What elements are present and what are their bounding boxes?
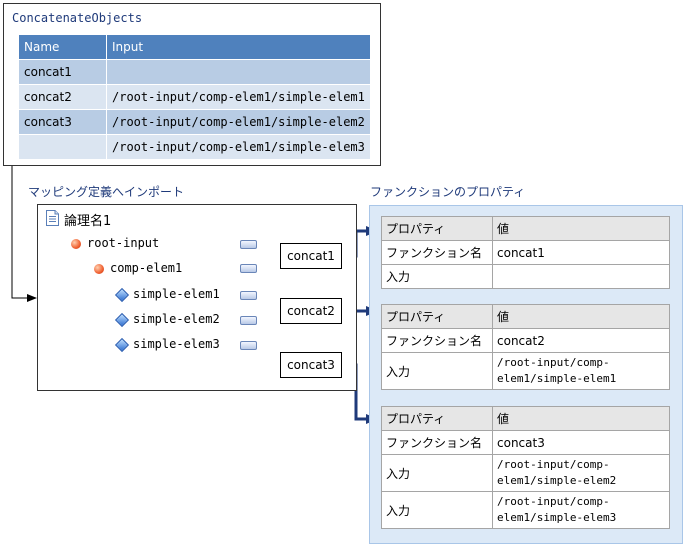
function-properties-label: ファンクションのプロパティ [370, 185, 526, 199]
prop-header-value: 値 [492, 406, 670, 431]
function-box-concat2[interactable]: concat2 [280, 298, 342, 324]
port-icon[interactable] [240, 291, 257, 300]
concatenate-table: Name Input concat1 concat2 /root-input/c… [18, 34, 371, 160]
cell-input [106, 59, 371, 85]
red-circle-icon [94, 264, 104, 274]
prop-header-key: プロパティ [381, 216, 493, 241]
tree-node-comp-elem1[interactable]: comp-elem1 [110, 261, 183, 275]
table-row: 入力 /root-input/comp-elem1/simple-elem3 [381, 491, 670, 529]
cell-input: /root-input/comp-elem1/simple-elem3 [106, 134, 371, 160]
cell-name [18, 134, 107, 160]
prop-value[interactable]: /root-input/comp-elem1/simple-elem1 [492, 352, 670, 390]
logical-name-label: 論理名1 [64, 214, 112, 229]
table-row: プロパティ 値 [381, 406, 670, 431]
prop-value[interactable]: /root-input/comp-elem1/simple-elem3 [492, 491, 670, 529]
table-row: 入力 [381, 264, 670, 289]
table-header-row: Name Input [18, 34, 371, 60]
cell-name: concat1 [18, 59, 107, 85]
prop-value[interactable]: /root-input/comp-elem1/simple-elem2 [492, 454, 670, 492]
prop-key: 入力 [381, 264, 493, 289]
prop-value[interactable]: concat3 [492, 430, 670, 455]
cell-input: /root-input/comp-elem1/simple-elem1 [106, 84, 371, 110]
prop-header-key: プロパティ [381, 406, 493, 431]
cell-name: concat2 [18, 84, 107, 110]
table-row: /root-input/comp-elem1/simple-elem3 [18, 134, 371, 160]
function-box-concat3[interactable]: concat3 [280, 352, 342, 378]
function-box-concat1[interactable]: concat1 [280, 243, 342, 269]
document-icon [46, 210, 59, 226]
table-row: concat3 /root-input/comp-elem1/simple-el… [18, 109, 371, 135]
prop-key: 入力 [381, 352, 493, 390]
mapping-import-label: マッピング定義へインポート [28, 185, 185, 199]
property-table-concat3: プロパティ 値 ファンクション名 concat3 入力 /root-input/… [381, 406, 670, 529]
prop-key: 入力 [381, 454, 493, 492]
import-arrow [11, 166, 37, 302]
prop-header-key: プロパティ [381, 304, 493, 329]
tree-node-simple-elem1[interactable]: simple-elem1 [133, 287, 220, 301]
port-icon[interactable] [240, 316, 257, 325]
table-row: プロパティ 値 [381, 216, 670, 241]
tree-node-simple-elem2[interactable]: simple-elem2 [133, 312, 220, 326]
property-table-concat2: プロパティ 値 ファンクション名 concat2 入力 /root-input/… [381, 304, 670, 390]
prop-key: 入力 [381, 491, 493, 529]
tree-node-simple-elem3[interactable]: simple-elem3 [133, 337, 220, 351]
table-row: concat2 /root-input/comp-elem1/simple-el… [18, 84, 371, 110]
table-row: 入力 /root-input/comp-elem1/simple-elem1 [381, 352, 670, 390]
prop-value[interactable]: concat2 [492, 328, 670, 353]
table-row: concat1 [18, 59, 371, 85]
table-row: ファンクション名 concat3 [381, 430, 670, 455]
table-row: 入力 /root-input/comp-elem1/simple-elem2 [381, 454, 670, 492]
header-input: Input [106, 34, 371, 60]
cell-name: concat3 [18, 109, 107, 135]
table-row: ファンクション名 concat2 [381, 328, 670, 353]
port-icon[interactable] [240, 240, 257, 249]
port-icon[interactable] [240, 264, 257, 273]
red-circle-icon [71, 239, 81, 249]
prop-header-value: 値 [492, 304, 670, 329]
prop-value[interactable]: concat1 [492, 240, 670, 265]
port-icon[interactable] [240, 341, 257, 350]
property-table-concat1: プロパティ 値 ファンクション名 concat1 入力 [381, 216, 670, 289]
prop-header-value: 値 [492, 216, 670, 241]
header-name: Name [18, 34, 107, 60]
prop-key: ファンクション名 [381, 328, 493, 353]
concatenate-objects-title: ConcatenateObjects [12, 11, 143, 25]
prop-value[interactable] [492, 264, 670, 289]
prop-key: ファンクション名 [381, 430, 493, 455]
concatenate-objects-box: ConcatenateObjects Name Input concat1 co… [3, 3, 381, 166]
table-row: ファンクション名 concat1 [381, 240, 670, 265]
prop-key: ファンクション名 [381, 240, 493, 265]
table-row: プロパティ 値 [381, 304, 670, 329]
tree-node-root-input[interactable]: root-input [87, 236, 160, 250]
